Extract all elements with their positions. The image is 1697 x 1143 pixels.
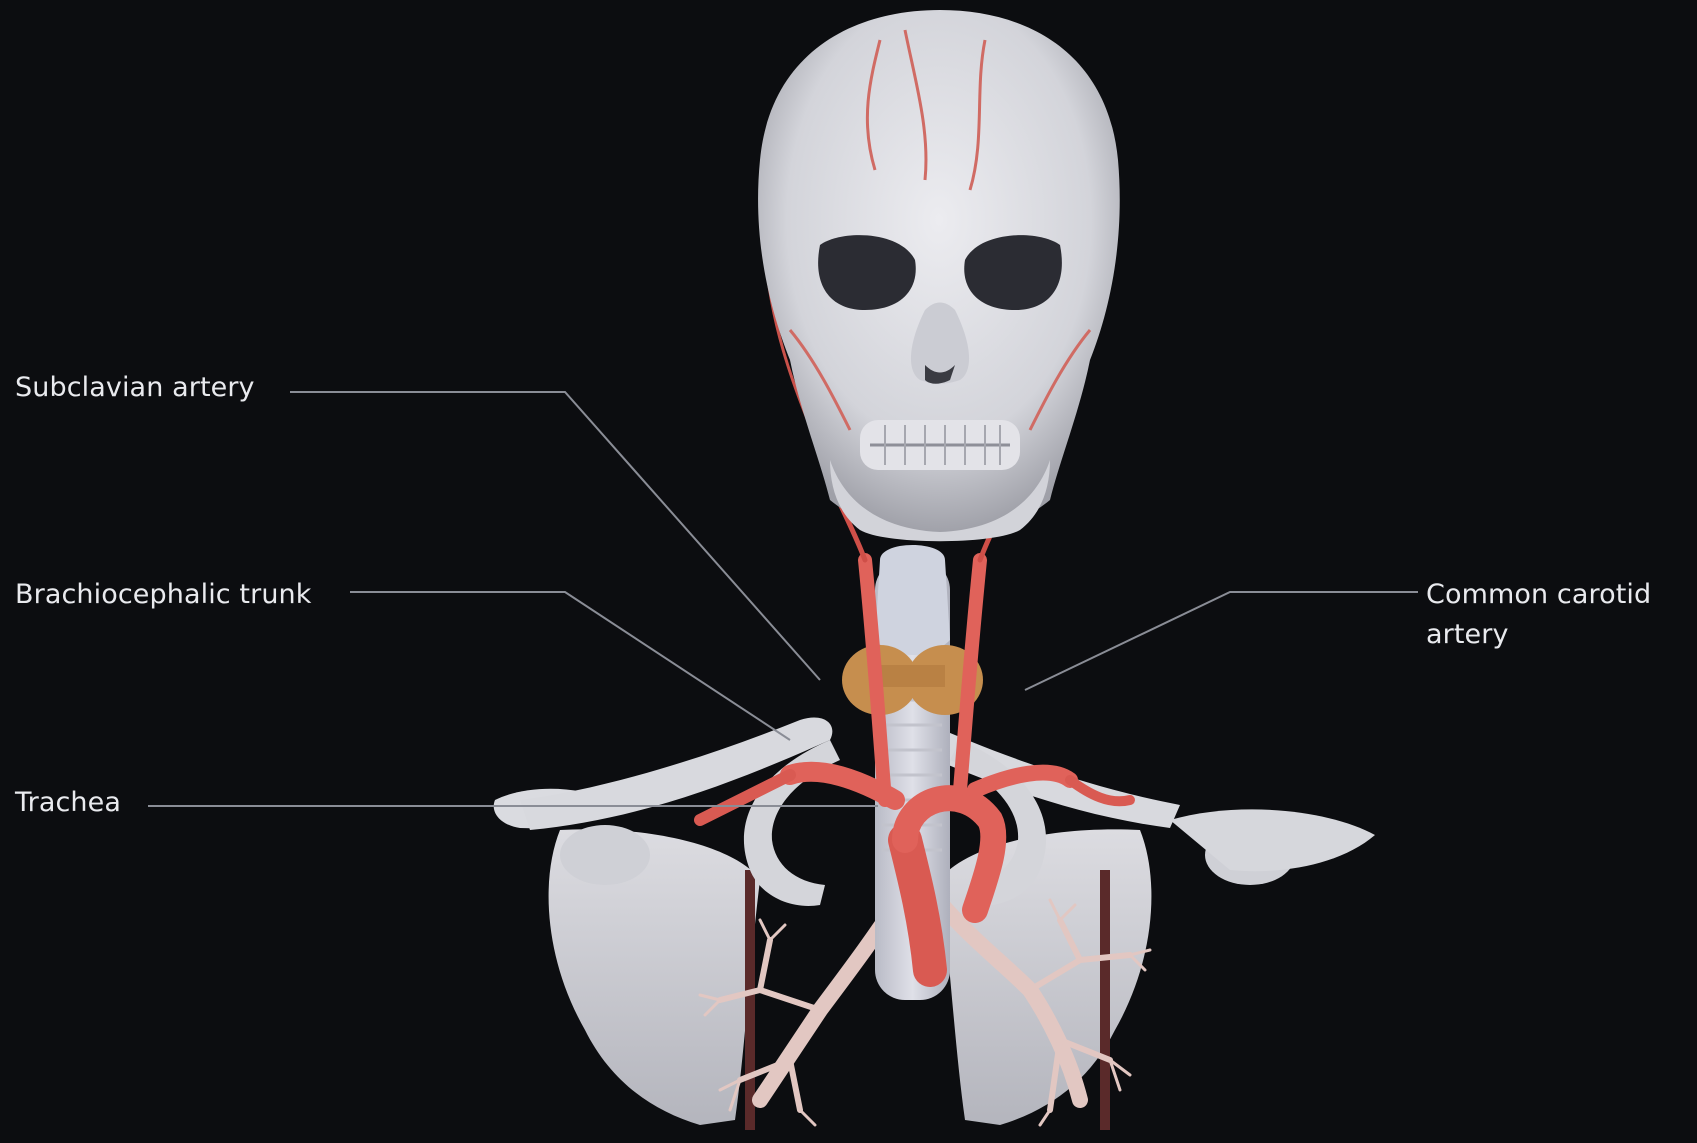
larynx xyxy=(875,545,950,655)
leader-line-subclavian xyxy=(290,392,820,680)
vessel-right-arm xyxy=(1100,870,1110,1130)
label-brachiocephalic-trunk: Brachiocephalic trunk xyxy=(15,575,311,615)
leader-line-brachiocephalic xyxy=(350,592,790,740)
orbit-right xyxy=(964,235,1062,310)
skull xyxy=(758,10,1120,541)
vessel-left-arm xyxy=(745,870,755,1130)
label-common-carotid-artery: Common carotid artery xyxy=(1426,575,1691,655)
label-subclavian-artery: Subclavian artery xyxy=(15,368,255,408)
leader-line-carotid xyxy=(1025,592,1418,690)
label-trachea: Trachea xyxy=(15,783,121,823)
scapula-left xyxy=(549,825,760,1125)
orbit-left xyxy=(818,235,916,310)
